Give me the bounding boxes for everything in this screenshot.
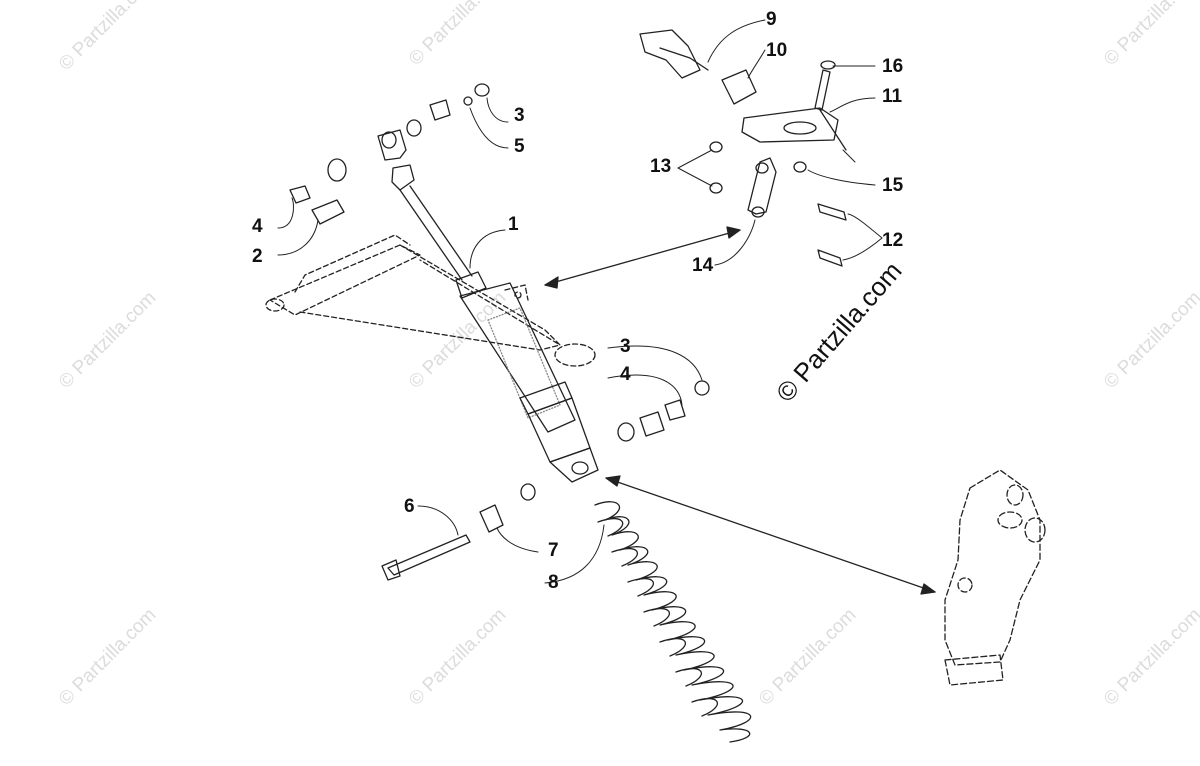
leader-lines <box>277 19 883 584</box>
relation-arrow <box>605 475 936 595</box>
callout-8: 8 <box>548 572 559 593</box>
callout-3: 3 <box>514 105 525 126</box>
callout-4: 4 <box>252 216 263 237</box>
callout-11: 11 <box>882 86 903 107</box>
callout-1: 1 <box>508 214 519 235</box>
shock-absorber-part <box>377 129 599 483</box>
spindle-part <box>944 469 1046 686</box>
linkage-part <box>639 29 847 267</box>
callout-6: 6 <box>404 496 415 517</box>
callout-2: 2 <box>252 246 263 267</box>
callout-7: 7 <box>548 540 559 561</box>
callout-3: 3 <box>620 336 631 357</box>
callout-4: 4 <box>620 364 631 385</box>
a-arm-part <box>265 234 596 367</box>
callout-16: 16 <box>882 56 904 77</box>
callout-14: 14 <box>692 255 714 276</box>
callout-12: 12 <box>882 230 904 251</box>
callout-15: 15 <box>882 175 904 196</box>
top-hardware-part <box>289 83 490 225</box>
callout-13: 13 <box>650 156 672 177</box>
callout-5: 5 <box>514 136 525 157</box>
callout-9: 9 <box>766 9 777 30</box>
callout-10: 10 <box>766 40 788 61</box>
bottom-hardware-part <box>381 380 710 581</box>
spring-part <box>594 501 752 743</box>
relation-arrow <box>544 226 741 289</box>
